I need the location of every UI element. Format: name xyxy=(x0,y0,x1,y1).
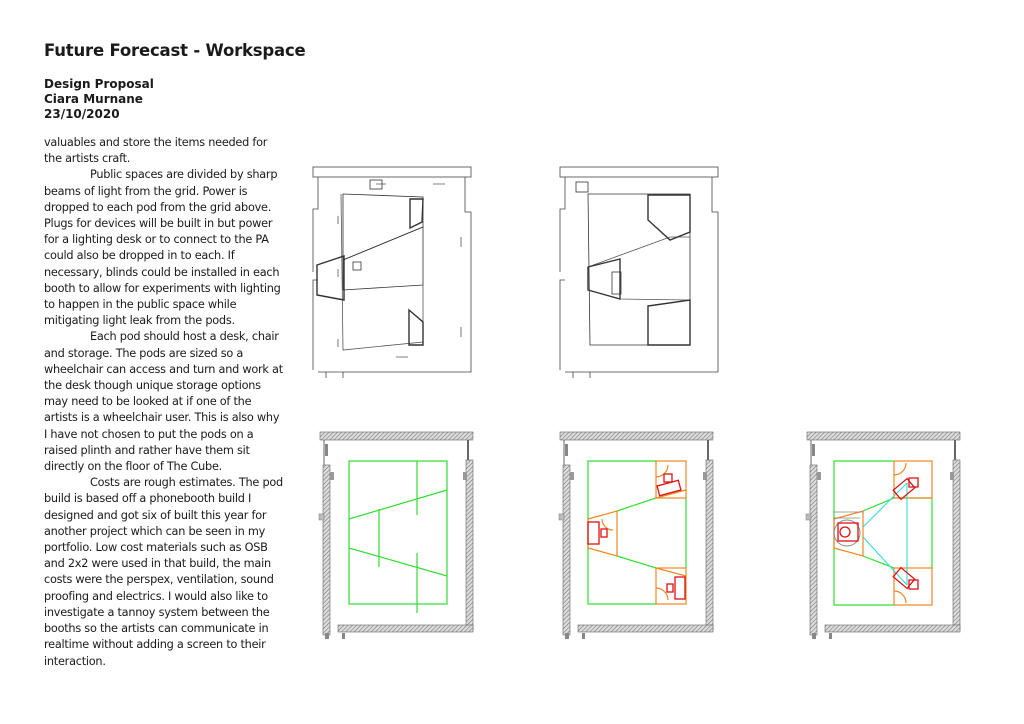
paragraph: Each pod should host a desk, chair and s… xyxy=(44,330,283,474)
paragraph: valuables and store the items needed for… xyxy=(44,136,268,166)
document-meta: Design Proposal Ciara Murnane 23/10/2020 xyxy=(44,77,154,122)
floor-plan-pods xyxy=(558,431,714,640)
author: Ciara Murnane xyxy=(44,92,143,106)
date: 23/10/2020 xyxy=(44,107,120,121)
floor-plan-sightlines xyxy=(805,431,961,640)
sketch-plan-2 xyxy=(559,166,719,379)
sketch-plan-1 xyxy=(312,166,472,379)
page-title: Future Forecast - Workspace xyxy=(44,41,306,60)
subtitle: Design Proposal xyxy=(44,77,154,91)
body-text: valuables and store the items needed for… xyxy=(44,135,284,670)
paragraph: Public spaces are divided by sharp beams… xyxy=(44,168,281,328)
paragraph: Costs are rough estimates. The pod build… xyxy=(44,476,283,668)
floor-plan-grid xyxy=(318,431,474,640)
